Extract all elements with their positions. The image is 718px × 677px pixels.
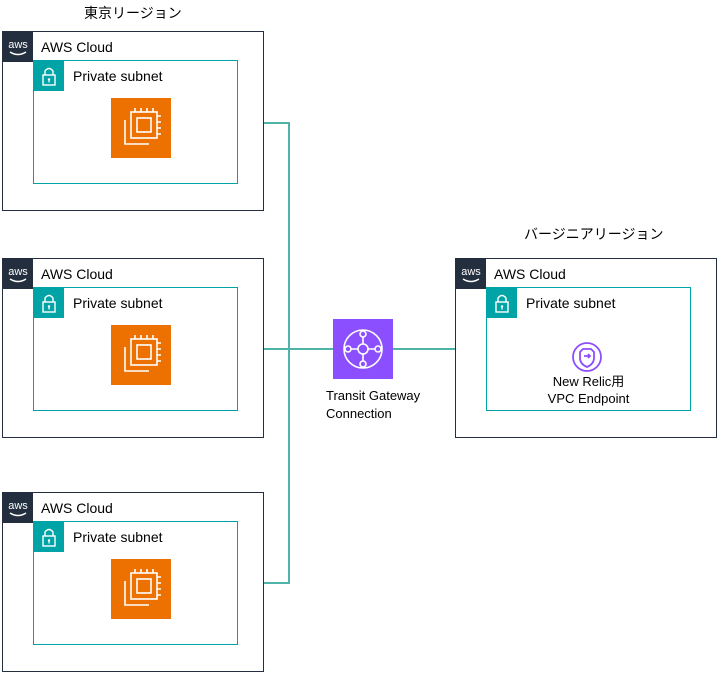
padlock-icon [34,288,64,318]
vpc-endpoint-icon [570,340,604,374]
region-title-tokyo: 東京リージョン [84,6,182,22]
ec2-instance-icon [111,559,171,619]
aws-logo-icon: aws [3,493,33,523]
subnet-label: Private subnet [73,68,163,84]
subnet-label: Private subnet [526,295,616,311]
aws-logo-icon: aws [456,259,486,289]
svg-text:aws: aws [461,266,481,278]
aws-logo-icon: aws [3,32,33,62]
svg-text:aws: aws [8,39,28,51]
svg-text:aws: aws [8,266,28,278]
region-title-virginia: バージニアリージョン [524,227,664,243]
private-subnet-tokyo-1: Private subnet [33,60,238,184]
tgw-label: Transit Gateway Connection [326,387,420,423]
cloud-label: AWS Cloud [494,266,566,282]
endpoint-label-line2: VPC Endpoint [547,391,630,406]
svg-text:aws: aws [8,500,28,512]
padlock-icon [487,288,517,318]
transit-gateway-icon [333,319,393,379]
cloud-label: AWS Cloud [41,500,113,516]
subnet-label: Private subnet [73,529,163,545]
subnet-label: Private subnet [73,295,163,311]
padlock-icon [34,61,64,91]
tgw-label-line1: Transit Gateway [326,388,421,403]
ec2-instance-icon [111,325,171,385]
cloud-label: AWS Cloud [41,266,113,282]
tgw-label-line2: Connection [326,406,392,421]
padlock-icon [34,522,64,552]
ec2-instance-icon [111,98,171,158]
aws-logo-icon: aws [3,259,33,289]
endpoint-label: New Relic用 VPC Endpoint [486,373,691,407]
cloud-label: AWS Cloud [41,39,113,55]
endpoint-label-line1: New Relic用 [552,374,625,389]
